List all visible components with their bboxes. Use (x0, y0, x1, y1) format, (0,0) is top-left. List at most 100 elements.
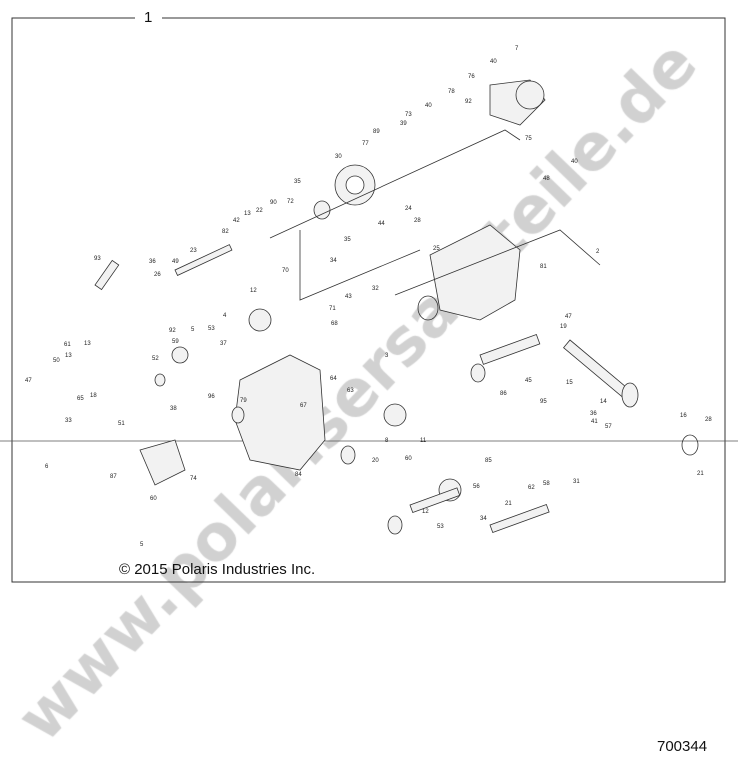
callout-number: 7 (515, 46, 519, 52)
callout-number: 8 (385, 438, 389, 444)
callout-number: 35 (294, 179, 301, 185)
reference-number: 700344 (657, 738, 708, 755)
callout-number: 13 (244, 211, 251, 217)
bearing (681, 434, 699, 456)
callout-number: 19 (560, 324, 567, 330)
callout-number: 74 (190, 476, 197, 482)
callout-number: 35 (344, 237, 351, 243)
callout-number: 4 (223, 313, 227, 319)
callout-number: 90 (270, 200, 277, 206)
parts-illustration (94, 79, 699, 535)
callout-number: 92 (169, 328, 176, 334)
callout-number: 13 (84, 341, 91, 347)
rear-housing (234, 354, 326, 471)
callout-number: 28 (414, 218, 421, 224)
callout-number: 2 (596, 249, 600, 255)
callout-number: 87 (110, 474, 117, 480)
gear (515, 80, 545, 110)
callout-number: 34 (330, 258, 337, 264)
callout-number: 5 (140, 542, 144, 548)
callout-number: 84 (295, 472, 302, 478)
callout-number: 95 (540, 399, 547, 405)
bearing (621, 382, 639, 408)
shaft (174, 244, 233, 276)
callout-number: 18 (90, 393, 97, 399)
seal (417, 295, 439, 321)
callout-number: 40 (425, 103, 432, 109)
callout-number: 65 (77, 396, 84, 402)
gear (383, 403, 407, 427)
callout-number: 67 (300, 403, 307, 409)
callout-number: 43 (345, 294, 352, 300)
output-shaft (563, 339, 632, 400)
callout-number: 47 (565, 314, 572, 320)
callout-number: 23 (190, 248, 197, 254)
callout-number: 86 (500, 391, 507, 397)
callout-number: 57 (605, 424, 612, 430)
callout-number: 47 (25, 378, 32, 384)
callout-number: 30 (335, 154, 342, 160)
callout-number: 45 (525, 378, 532, 384)
callout-number: 82 (222, 229, 229, 235)
callout-number: 76 (468, 74, 475, 80)
bearing (340, 445, 356, 465)
callout-number: 93 (94, 256, 101, 262)
assembly-number: 1 (140, 9, 157, 26)
callout-number: 63 (347, 388, 354, 394)
callout-number: 61 (64, 342, 71, 348)
callout-number: 78 (448, 89, 455, 95)
callout-number: 75 (525, 136, 532, 142)
callout-number: 5 (191, 327, 195, 333)
callout-number: 3 (385, 353, 389, 359)
callout-labels: 7764078927573394089773035404872902213428… (25, 46, 712, 548)
callout-number: 40 (490, 59, 497, 65)
callout-number: 20 (372, 458, 379, 464)
callout-number: 12 (250, 288, 257, 294)
cover-plate (139, 439, 186, 486)
callout-number: 68 (331, 321, 338, 327)
callout-number: 21 (505, 501, 512, 507)
callout-number: 15 (566, 380, 573, 386)
callout-number: 62 (528, 485, 535, 491)
callout-number: 38 (170, 406, 177, 412)
callout-number: 48 (543, 176, 550, 182)
callout-number: 21 (697, 471, 704, 477)
callout-number: 42 (233, 218, 240, 224)
callout-number: 89 (373, 129, 380, 135)
callout-number: 71 (329, 306, 336, 312)
callout-number: 96 (208, 394, 215, 400)
callout-number: 72 (287, 199, 294, 205)
callout-number: 50 (53, 358, 60, 364)
bearing (387, 515, 403, 535)
callout-number: 13 (65, 353, 72, 359)
frame (0, 17, 738, 583)
callout-number: 32 (372, 286, 379, 292)
callout-number: 49 (172, 259, 179, 265)
callout-number: 81 (540, 264, 547, 270)
callout-number: 53 (208, 326, 215, 332)
callout-number: 70 (282, 268, 289, 274)
callout-number: 16 (680, 413, 687, 419)
callout-number: 31 (573, 479, 580, 485)
callout-number: 11 (420, 438, 427, 444)
callout-number: 77 (362, 141, 369, 147)
callout-number: 60 (405, 456, 412, 462)
callout-number: 40 (571, 159, 578, 165)
callout-number: 73 (405, 112, 412, 118)
callout-number: 58 (543, 481, 550, 487)
callout-number: 44 (378, 221, 385, 227)
callout-number: 56 (473, 484, 480, 490)
callout-number: 51 (118, 421, 125, 427)
front-housing (429, 224, 521, 321)
shaft (409, 487, 461, 514)
callout-number: 85 (485, 458, 492, 464)
callout-number: 28 (705, 417, 712, 423)
callout-number: 22 (256, 208, 263, 214)
callout-number: 52 (152, 356, 159, 362)
callout-number: 39 (400, 121, 407, 127)
input-shaft (94, 259, 120, 291)
shaft (489, 503, 550, 534)
bearing (154, 373, 166, 387)
callout-number: 64 (330, 376, 337, 382)
